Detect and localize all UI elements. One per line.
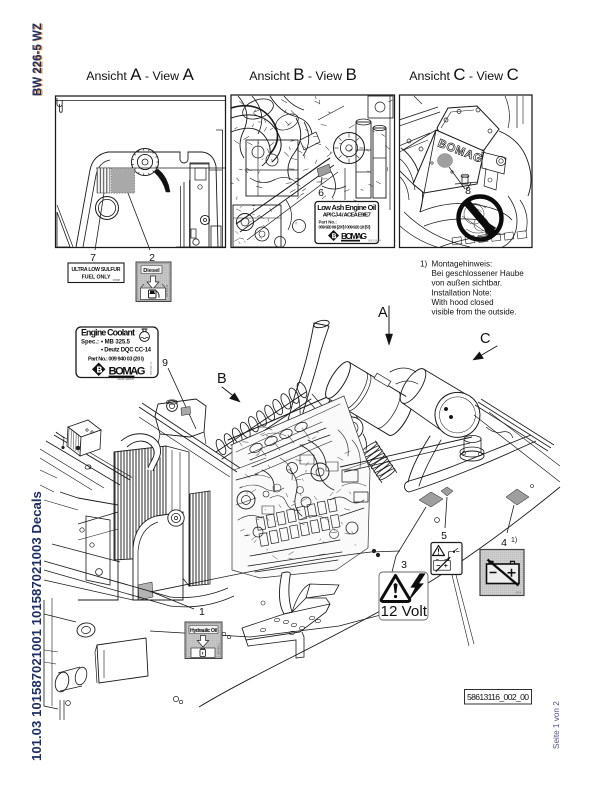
svg-text:8: 8	[465, 185, 471, 197]
svg-text:API CJ-4 / ACEA E9/E7: API CJ-4 / ACEA E9/E7	[323, 213, 371, 219]
svg-text:Hydraulic Oil: Hydraulic Oil	[190, 628, 218, 634]
svg-text:Low Ash Engine Oil: Low Ash Engine Oil	[317, 203, 376, 212]
svg-text:4: 4	[501, 537, 507, 549]
svg-text:Ansicht A - View A: Ansicht A - View A	[86, 65, 194, 84]
svg-text:Ansicht C - View C: Ansicht C - View C	[409, 65, 518, 84]
svg-text:1): 1)	[511, 537, 517, 544]
svg-text:BOMAG: BOMAG	[109, 366, 146, 378]
svg-text:6: 6	[318, 187, 324, 199]
svg-text:visible from the outside.: visible from the outside.	[432, 308, 517, 317]
svg-text:008 330 74: 008 330 74	[149, 361, 153, 375]
svg-text:Installation Note:: Installation Note:	[432, 288, 492, 297]
svg-text:• Deutz DQC CC-14: • Deutz DQC CC-14	[101, 348, 152, 354]
svg-text:BOMAG: BOMAG	[341, 231, 367, 241]
svg-text:3: 3	[401, 559, 407, 571]
svg-text:Ansicht B - View B: Ansicht B - View B	[249, 65, 357, 84]
svg-text:009 888 11: 009 888 11	[218, 643, 221, 655]
svg-text:009 911 22: 009 911 22	[166, 284, 169, 297]
svg-text:ULTRA LOW SULFUR: ULTRA LOW SULFUR	[72, 267, 121, 273]
svg-text:von außen sichtbar.: von außen sichtbar.	[432, 279, 503, 288]
svg-text:5: 5	[441, 530, 447, 542]
svg-text:Part No.: 009 940 03 (20 l): Part No.: 009 940 03 (20 l)	[88, 357, 144, 363]
svg-text:FUEL ONLY: FUEL ONLY	[82, 275, 111, 281]
svg-text:Montagehinweis:: Montagehinweis:	[432, 260, 493, 269]
svg-text:Seite 1 von 2: Seite 1 von 2	[552, 701, 561, 749]
svg-text:C: C	[480, 331, 490, 347]
svg-text:Bei geschlossener Haube: Bei geschlossener Haube	[432, 269, 525, 278]
svg-text:BW 226-5 WZ: BW 226-5 WZ	[32, 23, 44, 96]
svg-text:BW 226-5 WZ: BW 226-5 WZ	[33, 23, 45, 96]
svg-text:9: 9	[162, 357, 168, 369]
svg-text:Engine Coolant: Engine Coolant	[81, 328, 135, 338]
svg-text:009 920 09 (20 l) / 009 920 10: 009 920 09 (20 l) / 009 920 10 (5 l)	[319, 225, 372, 230]
svg-text:1): 1)	[420, 260, 428, 269]
svg-text:7: 7	[90, 252, 96, 264]
svg-text:2: 2	[149, 252, 155, 264]
svg-text:101.03 101587021001 1015870210: 101.03 101587021001 101587021003 Decals	[29, 491, 44, 761]
svg-text:1: 1	[199, 606, 205, 618]
svg-text:FAYAT GROUP: FAYAT GROUP	[118, 378, 135, 381]
svg-text:008 916 74: 008 916 74	[368, 239, 382, 243]
svg-text:06588: 06588	[113, 278, 121, 282]
svg-text:A: A	[378, 305, 388, 321]
svg-text:0074: 0074	[516, 592, 522, 595]
svg-text:12 Volt: 12 Volt	[381, 603, 428, 620]
svg-text:• MB 325.5: • MB 325.5	[101, 340, 131, 346]
svg-text:58613116_002_00: 58613116_002_00	[467, 692, 529, 702]
svg-text:Diesel: Diesel	[143, 268, 160, 274]
svg-text:With hood closed: With hood closed	[432, 298, 494, 307]
svg-text:Spec.:: Spec.:	[81, 340, 99, 346]
svg-text:B: B	[217, 371, 227, 387]
svg-text:Part No.:: Part No.:	[319, 220, 338, 225]
